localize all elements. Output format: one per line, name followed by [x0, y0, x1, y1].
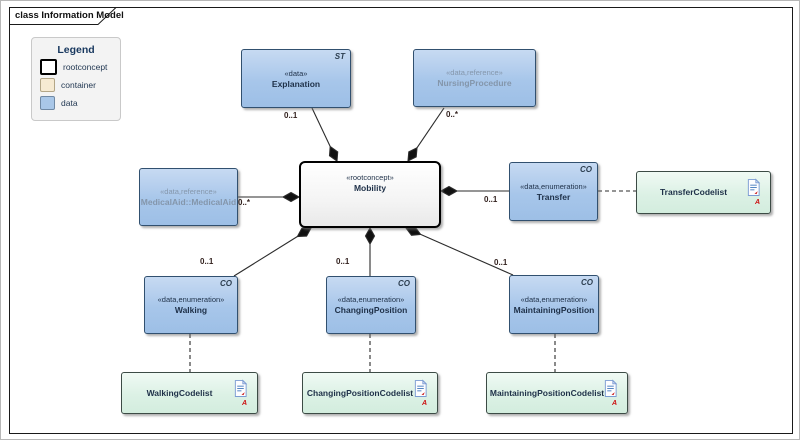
node-maintainingposition[interactable]: CO «data,enumeration» MaintainingPositio… [509, 275, 599, 334]
composition-diamond-icon [328, 145, 339, 163]
node-name: Explanation [271, 78, 321, 89]
node-name: WalkingCodelist [146, 387, 213, 398]
composition-diamond-icon [407, 146, 418, 162]
legend-panel: Legend rootconcept container data [31, 37, 121, 121]
edge-mobility-maintainingposition [404, 226, 514, 276]
multiplicity-label-explanation: 0..1 [284, 111, 298, 120]
stereotype-label: «data,enumeration» [157, 295, 225, 304]
edge-mobility-walking [233, 227, 312, 277]
edge-mobility-nursingprocedure [407, 107, 445, 162]
stereotype-label: «data,reference» [160, 187, 217, 196]
node-name: MedicalAid::MedicalAid [140, 197, 237, 207]
stereotype-label: «data,enumeration» [520, 181, 587, 191]
corner-code: CO [580, 165, 592, 174]
edge-mobility-changingposition [364, 226, 376, 276]
stereotype-label: «data,enumeration» [337, 295, 405, 304]
document-icon [233, 379, 248, 403]
composition-diamond-icon [439, 185, 459, 197]
node-walkingcodelist[interactable]: WalkingCodelist A [121, 372, 258, 414]
multiplicity-label-medicalaid: 0..* [238, 198, 251, 207]
node-changingposition[interactable]: CO «data,enumeration» ChangingPosition [326, 276, 416, 334]
stereotype-label: «data,enumeration» [520, 294, 588, 304]
legend-item-rootconcept: rootconcept [40, 59, 120, 75]
node-walking[interactable]: CO «data,enumeration» Walking [144, 276, 238, 334]
node-mobility[interactable]: «rootconcept» Mobility [299, 161, 441, 228]
node-name: Mobility [353, 183, 387, 193]
node-name: MaintainingPosition [513, 304, 595, 315]
multiplicity-label-changingposition: 0..1 [336, 257, 350, 266]
stereotype-label: «data,reference» [446, 68, 503, 77]
node-name: Walking [174, 305, 208, 315]
rootconcept-swatch-icon [40, 59, 57, 75]
composition-diamond-icon [404, 226, 422, 236]
multiplicity-label-walking: 0..1 [200, 257, 214, 266]
data-swatch-icon [40, 96, 55, 110]
node-nursingprocedure[interactable]: «data,reference» NursingProcedure [413, 49, 536, 107]
legend-item-label: container [61, 80, 96, 90]
node-name: NursingProcedure [437, 78, 512, 88]
legend-title: Legend [57, 44, 95, 56]
legend-item-label: rootconcept [63, 62, 108, 72]
legend-item-data: data [40, 96, 120, 110]
node-name: ChangingPositionCodelist [306, 387, 414, 398]
corner-code: CO [220, 279, 232, 288]
node-name: MaintainingPositionCodelist [489, 387, 605, 398]
corner-code: CO [398, 279, 410, 288]
document-icon [413, 379, 428, 403]
edge-mobility-transfer [439, 185, 509, 197]
composition-diamond-icon [296, 227, 312, 238]
node-changingpositioncodelist[interactable]: ChangingPositionCodelist A [302, 372, 438, 414]
node-medicalaid[interactable]: «data,reference» MedicalAid::MedicalAid [139, 168, 238, 226]
document-icon [746, 178, 761, 202]
composition-diamond-icon [364, 226, 376, 246]
node-explanation[interactable]: ST «data» Explanation [241, 49, 351, 108]
node-transfer[interactable]: CO «data,enumeration» Transfer [509, 162, 598, 221]
legend-item-container: container [40, 78, 120, 92]
node-name: TransferCodelist [659, 187, 728, 197]
stereotype-label: «data» [284, 68, 308, 78]
multiplicity-label-transfer: 0..1 [484, 195, 498, 204]
document-icon [603, 379, 618, 403]
corner-code: CO [581, 278, 593, 287]
multiplicity-label-maintainingposition: 0..1 [494, 258, 508, 267]
corner-code: ST [334, 52, 345, 61]
node-maintainingpositioncodelist[interactable]: MaintainingPositionCodelist A [486, 372, 628, 414]
diagram-tab-title: class Information Model [15, 10, 124, 21]
artifact-a-badge: A [241, 400, 247, 407]
node-name: Transfer [536, 191, 571, 202]
stereotype-label: «rootconcept» [346, 173, 394, 182]
artifact-a-badge: A [421, 400, 427, 407]
artifact-a-badge: A [754, 199, 760, 206]
multiplicity-label-nursingprocedure: 0..* [446, 110, 459, 119]
artifact-a-badge: A [611, 400, 617, 407]
composition-diamond-icon [281, 191, 301, 203]
node-transfercodelist[interactable]: TransferCodelist A [636, 171, 771, 214]
edge-mobility-explanation [311, 107, 339, 163]
container-swatch-icon [40, 78, 55, 92]
legend-item-label: data [61, 98, 78, 108]
node-name: ChangingPosition [334, 305, 408, 315]
